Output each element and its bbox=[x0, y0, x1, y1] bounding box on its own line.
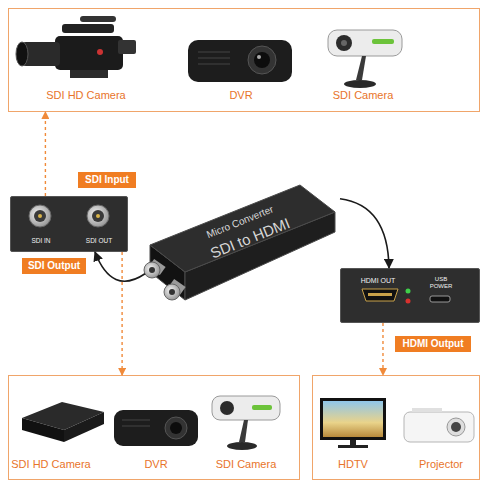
node-label: SDI Camera bbox=[201, 458, 291, 471]
node-label: SDI Input bbox=[78, 174, 136, 186]
device-group-box: SDI HD Camera DVR SDI Camera bbox=[8, 8, 480, 112]
node-label: SDI HD Camera bbox=[31, 89, 141, 102]
node-label: Projector bbox=[406, 458, 476, 471]
node-label: HDTV bbox=[323, 458, 383, 471]
node-label: SDI Output bbox=[22, 260, 86, 272]
bnc-connector bbox=[144, 259, 166, 278]
device-group-box: HDTV Projector bbox=[312, 375, 480, 480]
signal-arrow bbox=[45, 112, 46, 196]
tv-icon bbox=[320, 398, 386, 448]
sdi-port-panel: SDI IN SDI OUT bbox=[10, 196, 128, 252]
node-label: SDI IN bbox=[19, 237, 63, 244]
node-label: SDI OUT bbox=[77, 237, 121, 244]
node-label: DVR bbox=[126, 458, 186, 471]
projector-icon bbox=[404, 408, 474, 442]
bnc-connector bbox=[164, 279, 186, 300]
port-tag: HDMI Output bbox=[395, 336, 471, 352]
hdmi-port-panel: HDMI OUT USB POWER bbox=[340, 268, 480, 323]
pointer-arrow bbox=[95, 252, 145, 281]
node-label: HDMI OUT bbox=[352, 277, 404, 285]
device-group-box: SDI HD Camera DVR SDI Camera bbox=[8, 375, 300, 480]
projector-icon bbox=[188, 40, 292, 82]
node-label: USB POWER bbox=[425, 276, 457, 290]
status-led bbox=[406, 289, 411, 294]
pointer-arrow bbox=[340, 199, 389, 268]
converter-box: Micro ConverterSDI to HDMI bbox=[145, 180, 340, 305]
signal-arrow bbox=[121, 252, 122, 375]
webcam-icon bbox=[328, 30, 402, 88]
node-label: DVR bbox=[211, 89, 271, 102]
signal-arrow bbox=[382, 323, 383, 375]
port-tag: SDI Output bbox=[22, 258, 86, 274]
status-led bbox=[406, 299, 411, 304]
webcam-icon bbox=[212, 396, 280, 450]
bnc-connector bbox=[87, 205, 109, 227]
hdmi-port bbox=[362, 289, 398, 301]
camcorder-icon bbox=[16, 16, 136, 78]
bnc-connector bbox=[29, 205, 51, 227]
usb-port bbox=[430, 296, 450, 302]
node-label: SDI HD Camera bbox=[9, 458, 93, 471]
projector-icon bbox=[114, 410, 198, 446]
node-label: HDMI Output bbox=[395, 338, 471, 350]
node-label: SDI Camera bbox=[318, 89, 408, 102]
port-tag: SDI Input bbox=[78, 172, 136, 188]
black-box-icon bbox=[22, 402, 104, 442]
converter-face bbox=[150, 185, 335, 272]
